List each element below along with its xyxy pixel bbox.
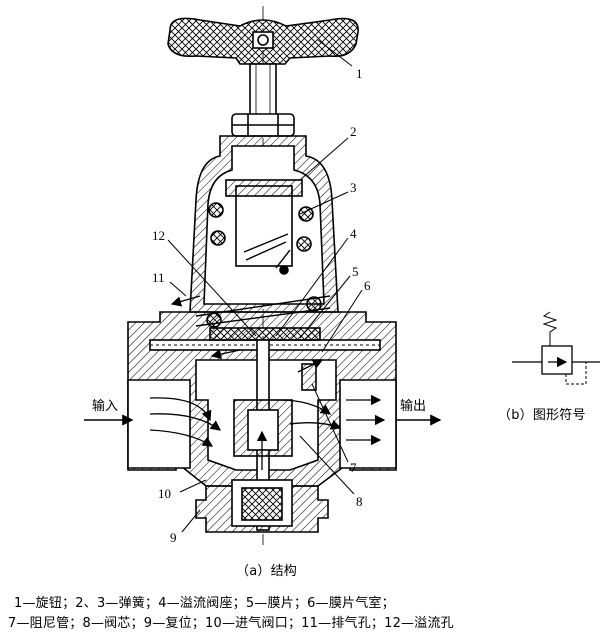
callout-8: 8 bbox=[356, 494, 363, 509]
callout-4: 4 bbox=[350, 226, 357, 241]
inlet-port bbox=[127, 379, 191, 469]
spring-retainer bbox=[235, 185, 293, 267]
callout-3: 3 bbox=[350, 180, 357, 195]
callout-10: 10 bbox=[158, 486, 171, 501]
callout-11: 11 bbox=[152, 270, 165, 285]
flow-arrows bbox=[149, 295, 386, 470]
return-spring bbox=[241, 487, 283, 521]
callout-9: 9 bbox=[170, 530, 177, 545]
symbol-caption: （b）图形符号 bbox=[498, 408, 586, 423]
regulator-drawing bbox=[84, 6, 600, 545]
adjust-stem bbox=[249, 63, 277, 117]
knob-screw bbox=[252, 31, 274, 49]
damping-tube bbox=[301, 363, 317, 391]
callout-12: 12 bbox=[152, 228, 165, 243]
regulator-symbol bbox=[512, 311, 600, 385]
callout-1: 1 bbox=[356, 66, 363, 81]
callout-5: 5 bbox=[352, 264, 359, 279]
legend-line-2: 7—阻尼管；8—阀芯；9—复位；10—进气阀口；11—排气孔；12—溢流孔 bbox=[8, 616, 454, 631]
callout-labels: 1 2 3 4 5 6 7 8 9 10 11 12 输入 输出 bbox=[92, 66, 426, 545]
outlet-port bbox=[339, 379, 397, 469]
spring-2 bbox=[208, 202, 314, 252]
structure-caption: （a）结构 bbox=[236, 564, 297, 579]
callout-7: 7 bbox=[350, 460, 357, 475]
callout-6: 6 bbox=[364, 278, 371, 293]
output-label: 输出 bbox=[400, 398, 426, 414]
spring-3 bbox=[243, 233, 291, 269]
leader-lines bbox=[167, 39, 363, 533]
legend-line-1: 1—旋钮；2、3—弹簧；4—溢流阀座；5—膜片；6—膜片气室； bbox=[14, 596, 395, 611]
callout-2: 2 bbox=[350, 124, 357, 139]
input-label: 输入 bbox=[92, 398, 118, 414]
